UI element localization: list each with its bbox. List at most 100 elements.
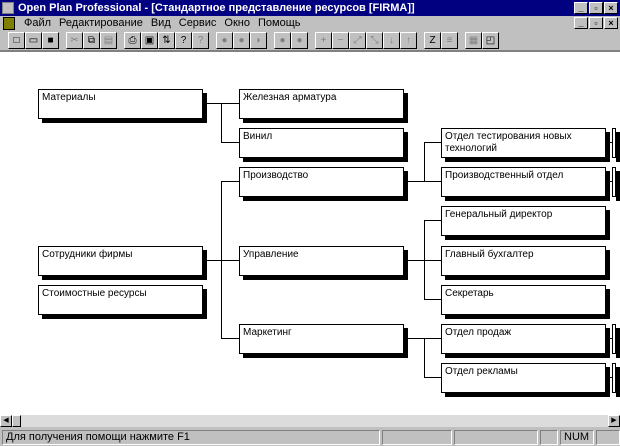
connector-line bbox=[424, 338, 425, 378]
resource-node[interactable]: Секретарь bbox=[441, 285, 606, 315]
resource-node[interactable]: Генеральный директор bbox=[441, 206, 606, 236]
circle2-button[interactable]: ● bbox=[233, 32, 250, 49]
restore-button[interactable]: ◰ bbox=[482, 32, 499, 49]
whatis-button[interactable]: ? bbox=[192, 32, 209, 49]
circle1-button[interactable]: ● bbox=[216, 32, 233, 49]
circle3-button[interactable]: ◗ bbox=[250, 32, 267, 49]
toolbar: □▭■✂⧉▤⎙▣⇅??●●◗●●+−⤢⤡↓↑Z≡▦◰ bbox=[0, 31, 620, 51]
preview-button[interactable]: ▣ bbox=[141, 32, 158, 49]
resource-node[interactable]: Главный бухгалтер bbox=[441, 246, 606, 276]
list-button[interactable]: ≡ bbox=[441, 32, 458, 49]
connector-line bbox=[606, 181, 612, 182]
open-button[interactable]: ▭ bbox=[25, 32, 42, 49]
connector-line bbox=[424, 142, 441, 143]
scroll-right-icon[interactable]: ▶ bbox=[608, 415, 620, 427]
resource-node-label: Секретарь bbox=[445, 288, 494, 299]
cut-button[interactable]: ✂ bbox=[66, 32, 83, 49]
resource-node[interactable]: Материалы bbox=[38, 89, 203, 119]
menu-view[interactable]: Вид bbox=[150, 17, 171, 29]
horizontal-scrollbar[interactable]: ◀ ▶ bbox=[0, 415, 620, 427]
scroll-thumb[interactable] bbox=[12, 415, 21, 427]
status-pane bbox=[382, 430, 452, 445]
doc-minimize-button[interactable]: _ bbox=[574, 17, 588, 29]
resource-node-label: Отдел рекламы bbox=[445, 366, 518, 377]
resource-node[interactable]: Производство bbox=[239, 167, 404, 197]
connector-line bbox=[404, 181, 424, 182]
remove-button[interactable]: − bbox=[332, 32, 349, 49]
circle5-button[interactable]: ● bbox=[291, 32, 308, 49]
paste-button[interactable]: ▤ bbox=[100, 32, 117, 49]
resource-node[interactable]: Управление bbox=[239, 246, 404, 276]
resource-node-label: Отдел тестирования новых технологий bbox=[445, 131, 572, 154]
status-bar: Для получения помощи нажмите F1 NUM bbox=[0, 428, 620, 446]
resource-node[interactable]: Маркетинг bbox=[239, 324, 404, 354]
resource-node-label: Железная арматура bbox=[243, 92, 337, 103]
z-button[interactable]: Z bbox=[424, 32, 441, 49]
resource-node-partial[interactable] bbox=[612, 363, 616, 393]
menu-service[interactable]: Сервис bbox=[178, 17, 217, 29]
tile-button[interactable]: ▦ bbox=[465, 32, 482, 49]
resource-node[interactable]: Стоимостные ресурсы bbox=[38, 285, 203, 315]
close-button[interactable]: × bbox=[604, 2, 618, 14]
print-button[interactable]: ⎙ bbox=[124, 32, 141, 49]
scroll-left-icon[interactable]: ◀ bbox=[0, 415, 12, 427]
connector-line bbox=[203, 103, 221, 104]
up-button[interactable]: ↑ bbox=[400, 32, 417, 49]
save-button[interactable]: ■ bbox=[42, 32, 59, 49]
connector-line bbox=[424, 377, 441, 378]
doc-close-button[interactable]: × bbox=[604, 17, 618, 29]
app-icon[interactable] bbox=[2, 2, 14, 14]
circle4-button[interactable]: ● bbox=[274, 32, 291, 49]
resource-node[interactable]: Железная арматура bbox=[239, 89, 404, 119]
new-button[interactable]: □ bbox=[8, 32, 25, 49]
doc-restore-button[interactable]: ▫ bbox=[589, 17, 603, 29]
resource-node-label: Винил bbox=[243, 131, 273, 142]
menu-bar: Файл Редактирование Вид Сервис Окно Помо… bbox=[0, 16, 620, 31]
resource-node-label: Генеральный директор bbox=[445, 209, 553, 220]
add-button[interactable]: + bbox=[315, 32, 332, 49]
connector-line bbox=[424, 220, 441, 221]
unlink-button[interactable]: ⤡ bbox=[366, 32, 383, 49]
resource-node[interactable]: Отдел тестирования новых технологий bbox=[441, 128, 606, 158]
down-button[interactable]: ↓ bbox=[383, 32, 400, 49]
minimize-button[interactable]: _ bbox=[574, 2, 588, 14]
resource-node-label: Отдел продаж bbox=[445, 327, 512, 338]
connector-line bbox=[424, 142, 425, 182]
resource-node[interactable]: Сотрудники фирмы bbox=[38, 246, 203, 276]
connector-line bbox=[221, 142, 239, 143]
connector-line bbox=[424, 299, 441, 300]
document-icon[interactable] bbox=[3, 17, 15, 30]
menu-window[interactable]: Окно bbox=[224, 17, 250, 29]
help-button[interactable]: ? bbox=[175, 32, 192, 49]
resource-node-partial[interactable] bbox=[612, 167, 616, 197]
status-pane bbox=[454, 430, 538, 445]
menu-edit[interactable]: Редактирование bbox=[59, 17, 143, 29]
resource-node-label: Производство bbox=[243, 170, 309, 181]
resource-node[interactable]: Отдел продаж bbox=[441, 324, 606, 354]
resource-node[interactable]: Винил bbox=[239, 128, 404, 158]
menu-file[interactable]: Файл bbox=[24, 17, 52, 29]
link-button[interactable]: ⤢ bbox=[349, 32, 366, 49]
copy-button[interactable]: ⧉ bbox=[83, 32, 100, 49]
resource-node[interactable]: Отдел рекламы bbox=[441, 363, 606, 393]
resource-node-label: Управление bbox=[243, 249, 299, 260]
connector-line bbox=[606, 338, 612, 339]
resource-node-label: Сотрудники фирмы bbox=[42, 249, 133, 260]
resource-node-label: Материалы bbox=[42, 92, 96, 103]
connector-line bbox=[221, 260, 239, 261]
maximize-button[interactable]: ▫ bbox=[589, 2, 603, 14]
menu-help[interactable]: Помощь bbox=[257, 17, 301, 29]
resource-node-label: Главный бухгалтер bbox=[445, 249, 534, 260]
connector-line bbox=[424, 181, 441, 182]
connector-line bbox=[221, 103, 222, 143]
status-pane bbox=[596, 430, 620, 445]
connector-line bbox=[404, 260, 424, 261]
resource-node-partial[interactable] bbox=[612, 128, 616, 158]
status-pane bbox=[540, 430, 558, 445]
connector-line bbox=[203, 260, 221, 261]
import-button[interactable]: ⇅ bbox=[158, 32, 175, 49]
resource-node-partial[interactable] bbox=[612, 324, 616, 354]
connector-line bbox=[424, 338, 441, 339]
resource-node[interactable]: Производственный отдел bbox=[441, 167, 606, 197]
